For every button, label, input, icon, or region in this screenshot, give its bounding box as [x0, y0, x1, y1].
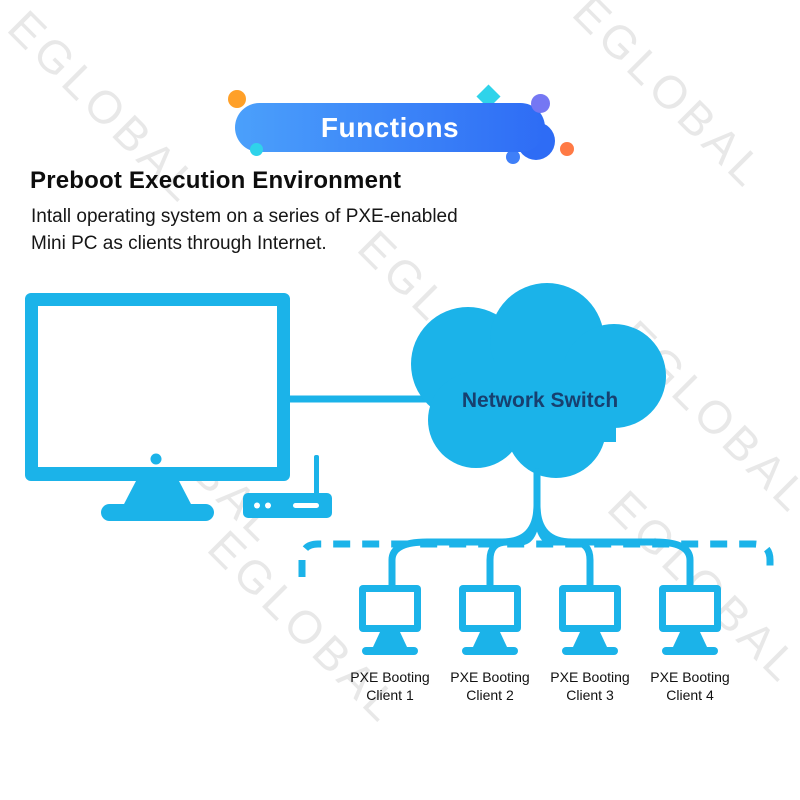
functions-banner: Functions [235, 103, 545, 152]
client-monitor-3 [559, 585, 621, 655]
cyan-dot-icon [250, 143, 263, 156]
client-label-line2: Client 4 [666, 687, 714, 703]
client-label-line2: Client 2 [466, 687, 514, 703]
client-monitor-4 [659, 585, 721, 655]
violet-dot-icon [531, 94, 550, 113]
network-switch-cloud: Network Switch [411, 283, 666, 478]
client-label-1: PXE Booting Client 1 [330, 668, 450, 704]
client-label-2: PXE Booting Client 2 [430, 668, 550, 704]
client-connection-lines [388, 468, 694, 589]
client-label-line1: PXE Booting [450, 669, 530, 685]
description: Intall operating system on a series of P… [31, 203, 458, 257]
orange-dot-icon [228, 90, 246, 108]
client-label-line1: PXE Booting [350, 669, 430, 685]
client-label-line1: PXE Booting [550, 669, 630, 685]
banner-label: Functions [320, 111, 460, 143]
cloud-label: Network Switch [462, 389, 618, 412]
monitor-led-icon [150, 453, 162, 465]
router [243, 455, 332, 518]
client-label-line2: Client 3 [566, 687, 614, 703]
description-line2: Mini PC as clients through Internet. [31, 233, 327, 254]
page-title: Preboot Execution Environment [30, 167, 402, 194]
dashed-expansion-line [298, 540, 774, 577]
client-label-line1: PXE Booting [650, 669, 730, 685]
client-label-line2: Client 1 [366, 687, 414, 703]
client-monitor-1 [359, 585, 421, 655]
red-dot-icon [560, 142, 574, 156]
client-monitor-2 [459, 585, 521, 655]
banner-small-dot [506, 150, 520, 164]
description-line1: Intall operating system on a series of P… [31, 206, 458, 227]
client-label-4: PXE Booting Client 4 [630, 668, 750, 704]
desktop-monitor [25, 293, 290, 521]
client-label-3: PXE Booting Client 3 [530, 668, 650, 704]
router-antenna-icon [314, 455, 319, 497]
